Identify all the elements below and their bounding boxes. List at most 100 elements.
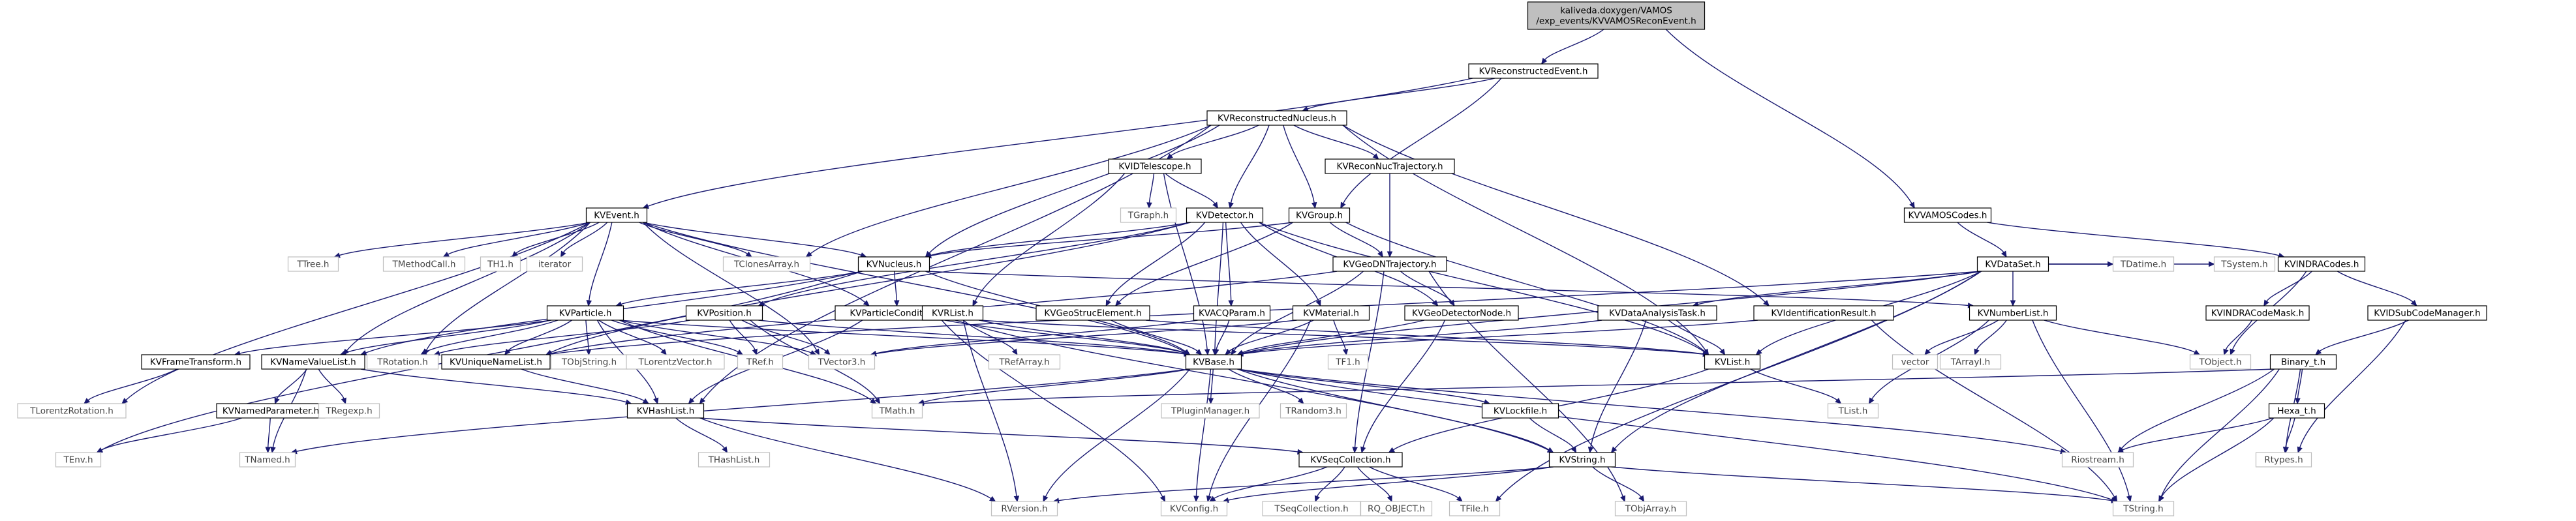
node-kvstring[interactable]: KVString.h	[1548, 452, 1616, 468]
node-kvlockfile[interactable]: KVLockfile.h	[1481, 403, 1559, 419]
edge-kvmaterial-to-tf1	[1333, 320, 1349, 356]
node-kvreconstructedevent[interactable]: KVReconstructedEvent.h	[1468, 63, 1599, 79]
node-kvrlist[interactable]: KVRList.h	[921, 305, 984, 321]
arrowhead-icon	[1204, 349, 1210, 356]
arrowhead-icon	[1314, 495, 1320, 503]
edge-kvbase-to-tnamed	[290, 368, 1190, 454]
node-label: iterator	[538, 260, 572, 270]
node-label: RVersion.h	[1001, 504, 1047, 514]
arrowhead-icon	[823, 349, 831, 355]
edge-line	[2044, 320, 2196, 353]
node-kvhashlist[interactable]: KVHashList.h	[626, 403, 705, 419]
edge-binaryt-to-hexat	[2295, 368, 2303, 405]
node-kvindracodes[interactable]: KVINDRACodes.h	[2277, 256, 2366, 272]
arrowhead-icon	[989, 496, 996, 502]
node-tobject: TObject.h	[2189, 354, 2252, 370]
node-label: THashList.h	[708, 455, 760, 466]
node-rversion: RVersion.h	[990, 501, 1058, 516]
node-kvuniquenamelist[interactable]: KVUniqueNameList.h	[441, 354, 551, 370]
node-box	[2269, 354, 2337, 370]
node-thashlist: THashList.h	[698, 452, 771, 468]
node-kvvamoscodes[interactable]: KVVAMOSCodes.h	[1903, 207, 1992, 223]
node-kvdataset[interactable]: KVDataSet.h	[1976, 256, 2049, 272]
node-box	[1976, 256, 2049, 272]
edge-line	[339, 222, 590, 256]
arrowhead-icon	[1011, 348, 1018, 356]
node-tobjarray: TObjArray.h	[1614, 501, 1687, 516]
node-kvindracodemask[interactable]: KVINDRACodeMask.h	[2205, 305, 2310, 321]
edge-line	[1228, 368, 1300, 400]
node-label: TList.h	[1838, 406, 1868, 417]
arrowhead-icon	[1146, 202, 1152, 209]
arrowhead-icon	[722, 446, 728, 454]
edge-kvgeodntrajectory-to-kvgeodetectornode	[1400, 271, 1455, 307]
node-box	[1292, 305, 1370, 321]
node-kvseqcollection[interactable]: KVSeqCollection.h	[1298, 452, 1403, 468]
edge-kvdataanalysistask-to-kvlist	[1668, 320, 1726, 356]
edge-line	[1216, 320, 1230, 350]
edge-kvseqcollection-to-rq_object	[1357, 466, 1392, 503]
edge-line	[1242, 320, 1758, 355]
node-tref: TRef.h	[737, 354, 784, 370]
edge-line	[1307, 78, 1495, 110]
node-kvnamevaluelist[interactable]: KVNameValueList.h	[261, 354, 365, 370]
node-label: Rtypes.h	[2264, 455, 2303, 466]
node-binaryt[interactable]: Binary_t.h	[2269, 354, 2337, 370]
node-tregexp: TRegexp.h	[318, 403, 380, 419]
edge-kvbase-to-tpluginmanager	[1208, 368, 1214, 405]
edge-line	[1329, 222, 1381, 253]
edge-line	[1529, 417, 1574, 449]
edge-line	[643, 222, 862, 256]
arrowhead-icon	[1013, 496, 1020, 503]
node-label: TEnv.h	[63, 455, 93, 466]
node-kvgroup[interactable]: KVGroup.h	[1288, 207, 1351, 223]
node-box	[1481, 403, 1559, 419]
node-kvevent[interactable]: KVEvent.h	[585, 207, 648, 223]
node-kvbase[interactable]: KVBase.h	[1185, 354, 1242, 370]
node-kvidsubcodemanager[interactable]: KVIDSubCodeManager.h	[2367, 305, 2487, 321]
node-box	[921, 305, 984, 321]
node-kvgeodntrajectory[interactable]: KVGeoDNTrajectory.h	[1332, 256, 1447, 272]
node-kvreconstructednucleus[interactable]: KVReconstructedNucleus.h	[1206, 110, 1347, 126]
node-kvdetector[interactable]: KVDetector.h	[1186, 207, 1264, 223]
node-riostream: Riostream.h	[2061, 452, 2134, 468]
node-kvacqparam[interactable]: KVACQParam.h	[1193, 305, 1271, 321]
node-box	[1035, 305, 1150, 321]
node-kvgeodetectornode[interactable]: KVGeoDetectorNode.h	[1404, 305, 1519, 321]
node-kvparticle[interactable]: KVParticle.h	[546, 305, 624, 321]
node-box	[1206, 110, 1347, 126]
node-label: TDatime.h	[2120, 260, 2166, 270]
node-kvidentificationresult[interactable]: KVIdentificationResult.h	[1753, 305, 1894, 321]
node-kvnamedparameter[interactable]: KVNamedParameter.h	[216, 403, 326, 419]
node-kvnumberlist[interactable]: KVNumberList.h	[1969, 305, 2057, 321]
node-tclonesarray: TClonesArray.h	[722, 256, 811, 272]
node-kvdataanalysistask[interactable]: KVDataAnalysisTask.h	[1597, 305, 1717, 321]
edge-line	[955, 320, 1549, 451]
arrowhead-icon	[699, 397, 706, 404]
node-kvreconnuctrajectory[interactable]: KVReconNucTrajectory.h	[1325, 158, 1455, 174]
edge-line	[1317, 466, 1345, 497]
node-kvposition[interactable]: KVPosition.h	[685, 305, 763, 321]
edge-kvnamevaluelist-to-tregexp	[318, 368, 346, 405]
arrowhead-icon	[1195, 349, 1203, 355]
node-kvmaterial[interactable]: KVMaterial.h	[1292, 305, 1370, 321]
node-label: Binary_t.h	[2281, 357, 2325, 368]
edge-kvreconstructedevent-to-kvevent	[642, 78, 1473, 209]
edge-kvparticle-to-tref	[611, 320, 744, 355]
node-box	[1404, 305, 1519, 321]
edge-kvframetransform-to-tlorentzrotation	[84, 368, 177, 404]
edge-line	[1345, 222, 1705, 352]
node-kvframetransform[interactable]: KVFrameTransform.h	[141, 354, 251, 370]
edge-line	[1369, 466, 1459, 499]
node-kvgeostrucelement[interactable]: KVGeoStrucElement.h	[1035, 305, 1150, 321]
node-kvlist[interactable]: KVList.h	[1704, 354, 1761, 370]
node-label: Riostream.h	[2071, 455, 2124, 466]
edge-kvacqparam-to-kvbase	[1214, 320, 1230, 356]
node-hexat[interactable]: Hexa_t.h	[2268, 403, 2325, 419]
edge-line	[1165, 173, 1216, 204]
node-kvidtelescope[interactable]: KVIDTelescope.h	[1108, 158, 1202, 174]
node-root[interactable]: kaliveda.doxygen/VAMOS/exp_events/KVVAMO…	[1527, 1, 1706, 30]
node-kvnucleus[interactable]: KVNucleus.h	[857, 256, 930, 272]
node-box	[2205, 305, 2310, 321]
edge-kvbase-to-riostream	[1237, 368, 2067, 454]
